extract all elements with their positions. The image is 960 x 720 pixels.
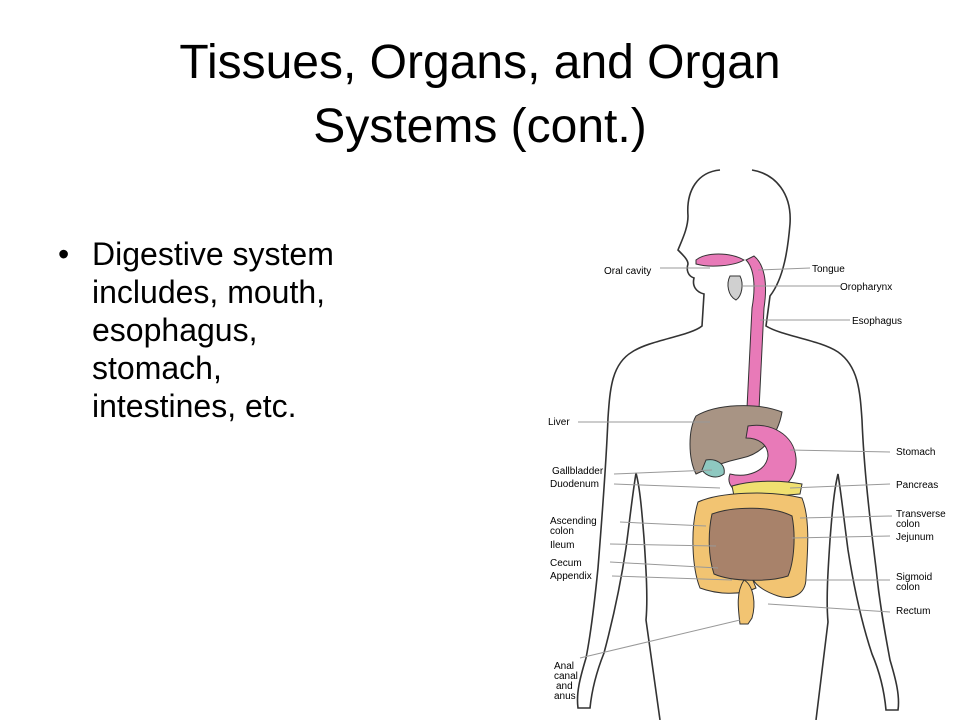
label-ascending-colon-line-2: colon — [550, 526, 574, 537]
bullet-text-line: intestines, etc. — [92, 388, 297, 424]
oral-cavity-shape — [695, 253, 745, 267]
label-tongue: Tongue — [812, 264, 845, 275]
digestive-system-diagram: Oral cavity Liver Gallbladder Duodenum A… — [548, 169, 946, 720]
label-appendix: Appendix — [550, 571, 592, 582]
bullet-text-line: esophagus, — [92, 312, 258, 348]
label-rectum: Rectum — [896, 606, 930, 617]
label-liver: Liver — [548, 417, 570, 428]
label-anal-canal-line-4: anus — [554, 691, 576, 702]
bullet-text-line: includes, mouth, — [92, 274, 326, 310]
label-oral-cavity: Oral cavity — [604, 266, 651, 277]
gallbladder-shape — [701, 459, 725, 478]
body-outline — [576, 169, 900, 720]
label-transverse-colon-line-2: colon — [896, 519, 920, 530]
bullet-text-line: Digestive system — [92, 236, 334, 272]
bullet-marker: • — [58, 236, 70, 272]
oropharynx-shape — [727, 275, 743, 301]
label-stomach: Stomach — [896, 447, 935, 458]
bullet-text-line: stomach, — [92, 350, 222, 386]
liver-shape — [689, 405, 783, 475]
label-cecum: Cecum — [550, 558, 582, 569]
label-gallbladder: Gallbladder — [552, 466, 604, 477]
label-jejunum: Jejunum — [896, 532, 934, 543]
label-anal-canal-line-1: Anal — [554, 661, 574, 672]
label-transverse-colon-line-1: Transverse — [896, 509, 946, 520]
label-sigmoid-colon-line-2: colon — [896, 582, 920, 593]
label-anal-canal-line-3: and — [556, 681, 573, 692]
label-sigmoid-colon-line-1: Sigmoid — [896, 572, 932, 583]
label-duodenum: Duodenum — [550, 479, 599, 490]
slide-title-line-1: Tissues, Organs, and Organ — [179, 36, 781, 89]
rectum-shape — [737, 579, 755, 625]
label-pancreas: Pancreas — [896, 480, 938, 491]
label-oropharynx: Oropharynx — [840, 282, 892, 293]
label-ascending-colon-line-1: Ascending — [550, 516, 597, 527]
label-esophagus: Esophagus — [852, 316, 902, 327]
slide-title-line-2: Systems (cont.) — [313, 100, 647, 153]
small-intestine-shape — [708, 507, 795, 581]
label-ileum: Ileum — [550, 540, 574, 551]
esophagus-shape — [745, 255, 767, 431]
label-anal-canal-line-2: canal — [554, 671, 578, 682]
leader-lines — [578, 267, 893, 659]
